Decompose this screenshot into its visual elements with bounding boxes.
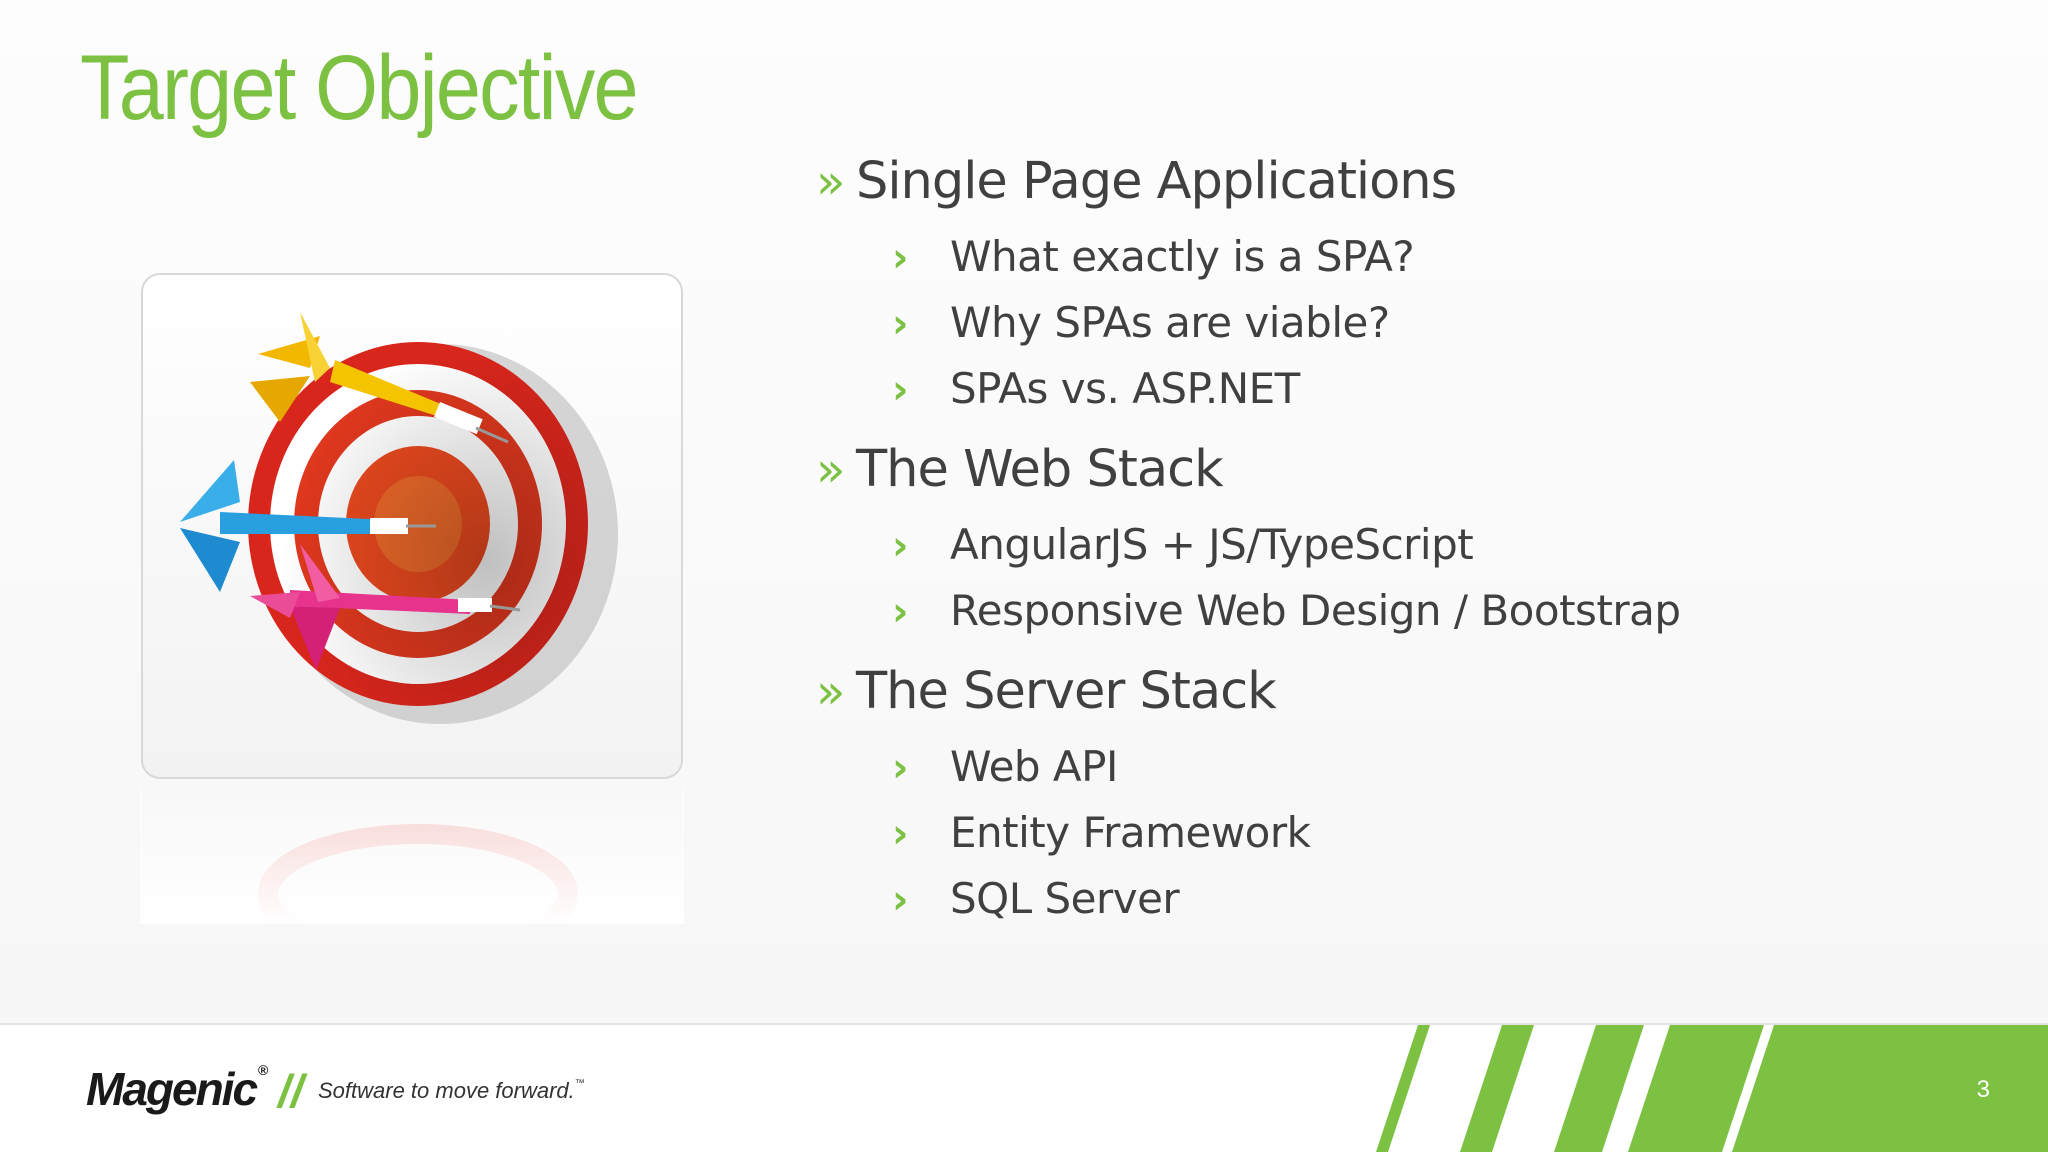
- bullet-section: » The Web Stack › AngularJS + JS/TypeScr…: [816, 440, 1966, 652]
- bullet-label: The Web Stack: [856, 440, 1224, 499]
- sub-bullet-item: › AngularJS + JS/TypeScript: [892, 520, 1966, 586]
- sub-bullet-item: › Why SPAs are viable?: [892, 298, 1966, 364]
- bullet-section: » Single Page Applications › What exactl…: [816, 152, 1966, 430]
- target-reflection: [140, 784, 684, 924]
- slide-title: Target Objective: [80, 37, 639, 139]
- company-logo: Magenic®: [86, 1062, 268, 1115]
- sub-bullet-item: › What exactly is a SPA?: [892, 232, 1966, 298]
- dartboard-target-icon: [140, 272, 684, 780]
- bullet-item: » Single Page Applications: [816, 152, 1966, 232]
- bullet-section: » The Server Stack › Web API › Entity Fr…: [816, 662, 1966, 940]
- bullet-label: The Server Stack: [856, 662, 1277, 721]
- sub-bullet-label: Responsive Web Design / Bootstrap: [950, 586, 1681, 635]
- sub-bullet-label: AngularJS + JS/TypeScript: [950, 520, 1474, 569]
- chevron-right-icon: ›: [892, 367, 908, 413]
- double-chevron-icon: »: [816, 442, 845, 498]
- sub-bullet-label: SPAs vs. ASP.NET: [950, 364, 1300, 413]
- chevron-right-icon: ›: [892, 589, 908, 635]
- page-number: 3: [1976, 1076, 1990, 1103]
- footer-stripes: [1376, 1025, 2048, 1152]
- double-chevron-icon: »: [816, 154, 845, 210]
- double-chevron-icon: »: [816, 664, 845, 720]
- sub-bullet-item: › Entity Framework: [892, 808, 1966, 874]
- sub-bullet-item: › SPAs vs. ASP.NET: [892, 364, 1966, 430]
- chevron-right-icon: ›: [892, 877, 908, 923]
- chevron-right-icon: ›: [892, 301, 908, 347]
- chevron-right-icon: ›: [892, 235, 908, 281]
- logo-separator: //: [278, 1065, 304, 1117]
- footer-divider: [0, 1023, 2048, 1025]
- company-tagline: Software to move forward.™: [318, 1078, 585, 1103]
- bullet-item: » The Web Stack: [816, 440, 1966, 520]
- bullet-label: Single Page Applications: [856, 152, 1457, 211]
- sub-bullet-item: › Responsive Web Design / Bootstrap: [892, 586, 1966, 652]
- sub-bullet-item: › Web API: [892, 742, 1966, 808]
- sub-bullet-label: Why SPAs are viable?: [950, 298, 1390, 347]
- bullet-list: » Single Page Applications › What exactl…: [816, 152, 1966, 950]
- chevron-right-icon: ›: [892, 811, 908, 857]
- sub-bullet-label: Web API: [950, 742, 1118, 791]
- sub-bullet-item: › SQL Server: [892, 874, 1966, 940]
- bullet-item: » The Server Stack: [816, 662, 1966, 742]
- sub-bullet-label: Entity Framework: [950, 808, 1311, 857]
- sub-bullet-label: What exactly is a SPA?: [950, 232, 1415, 281]
- chevron-right-icon: ›: [892, 745, 908, 791]
- chevron-right-icon: ›: [892, 523, 908, 569]
- sub-bullet-label: SQL Server: [950, 874, 1180, 923]
